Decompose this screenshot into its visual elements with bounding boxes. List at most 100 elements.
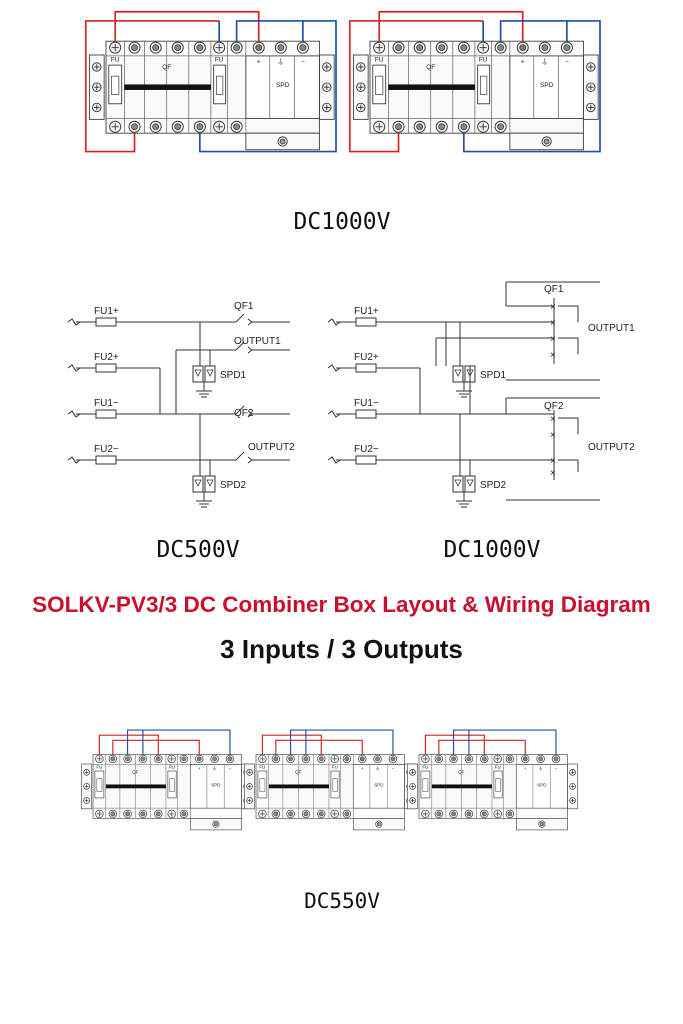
spd-plus-label: +: [361, 766, 364, 771]
qf-label: QF: [295, 770, 301, 775]
fu-label-left: FU: [111, 56, 120, 63]
red-positive-wire: [378, 10, 524, 43]
fu-label-right: FU: [495, 764, 501, 769]
fuse-symbol: [355, 455, 377, 465]
terminal-dot-icon: [301, 754, 311, 764]
red-top-wire: [261, 734, 322, 756]
terminal-dot-icon: [154, 754, 163, 764]
terminal-dot-icon: [538, 41, 551, 54]
terminal-screw-icon: [356, 82, 366, 92]
fuse-label: FU2−: [354, 444, 379, 455]
terminal-screw-icon: [92, 82, 102, 92]
spd-label: SPD2: [480, 480, 507, 491]
dc500v-label: DC500V: [156, 537, 239, 563]
breaker-handle-bar: [268, 784, 329, 789]
terminal-dot-icon: [464, 809, 474, 819]
terminal-dot-icon: [480, 754, 489, 764]
fuse-symbol: [95, 363, 117, 373]
terminal-dot-icon: [373, 754, 382, 764]
page-subtitle: 3 Inputs / 3 Outputs: [220, 634, 463, 664]
terminal-dot-icon: [551, 754, 561, 764]
red-spd-wire: [112, 739, 200, 756]
terminal-dot-icon: [505, 809, 515, 819]
terminal-screw-icon: [421, 809, 430, 819]
output1-label: OUTPUT1: [234, 336, 281, 347]
terminal-screw-icon: [586, 82, 596, 92]
terminal-screw-icon: [409, 769, 416, 776]
terminal-screw-icon: [477, 120, 490, 133]
switch-contact: [235, 451, 245, 461]
terminal-dot-icon: [392, 41, 405, 54]
terminal-screw-icon: [356, 62, 366, 72]
terminal-dot-icon: [108, 809, 118, 819]
fuse-symbol: [355, 317, 377, 327]
terminal-screw-icon: [83, 783, 90, 790]
terminal-dot-icon: [179, 754, 189, 764]
terminal-dot-icon: [392, 120, 405, 133]
output2-label: OUTPUT2: [588, 442, 635, 453]
terminal-screw-icon: [246, 769, 253, 776]
terminal-dot-icon: [230, 41, 243, 54]
terminal-dot-icon: [375, 820, 383, 828]
top-voltage-label: DC1000V: [294, 209, 391, 235]
blue-spd-wire: [452, 729, 557, 756]
qf-label: QF: [132, 770, 138, 775]
terminal-screw-icon: [586, 102, 596, 113]
terminal-screw-icon: [569, 769, 576, 776]
input-arrow-icon: [67, 364, 81, 372]
input-arrow-icon: [67, 318, 81, 326]
input-arrow-icon: [67, 410, 81, 418]
input-arrow-icon: [327, 410, 341, 418]
terminal-screw-icon: [373, 120, 386, 133]
blue-spd-wire: [126, 729, 231, 756]
qf-label: QF: [162, 64, 171, 71]
terminal-screw-icon: [322, 82, 332, 92]
terminal-screw-icon: [167, 754, 176, 764]
blue-negative-wire: [499, 20, 568, 43]
spd-body: [245, 55, 320, 119]
terminal-screw-icon: [83, 769, 90, 776]
dc1000v-schematic: FU1+FU2+FU1−FU2−QF1××××OUTPUT1QF2××××OUT…: [327, 281, 635, 508]
breaker-handle-bar: [388, 84, 475, 90]
terminal-screw-icon: [109, 41, 122, 54]
terminal-dot-icon: [171, 120, 184, 133]
spd-body: [189, 764, 242, 809]
terminal-dot-icon: [123, 809, 132, 819]
breaker-handle-bar: [124, 84, 211, 90]
output1-label: OUTPUT1: [588, 323, 635, 334]
breaker-contact-icon: ×: [550, 414, 556, 425]
qf2-label: QF2: [234, 408, 254, 419]
terminal-dot-icon: [301, 809, 311, 819]
red-top-wire: [98, 734, 159, 756]
spd-plus-label: +: [524, 766, 527, 771]
fuse-label: FU2+: [354, 352, 379, 363]
spd-ground-label: ⏚: [375, 765, 380, 772]
fuse-label: FU1−: [354, 398, 379, 409]
qf-label: QF: [426, 64, 435, 71]
bottom-voltage-label: DC550V: [304, 889, 380, 913]
spd-body: [352, 764, 405, 809]
terminal-screw-icon: [167, 809, 176, 819]
fu-label-right: FU: [215, 56, 224, 63]
terminal-dot-icon: [521, 754, 530, 764]
input-arrow-icon: [327, 456, 341, 464]
terminal-dot-icon: [274, 41, 287, 54]
red-input-wire: [348, 20, 484, 153]
spd-label: SPD: [374, 782, 384, 787]
qf1-label: QF1: [544, 284, 564, 295]
terminal-screw-icon: [569, 797, 576, 804]
spd-body: [509, 55, 584, 119]
spd-ground-label: ⏚: [541, 57, 548, 66]
terminal-dot-icon: [435, 120, 448, 133]
fu-label-left: FU: [259, 764, 265, 769]
terminal-screw-icon: [109, 120, 122, 133]
terminal-dot-icon: [434, 809, 444, 819]
terminal-dot-icon: [560, 41, 573, 54]
input-arrow-icon: [67, 456, 81, 464]
